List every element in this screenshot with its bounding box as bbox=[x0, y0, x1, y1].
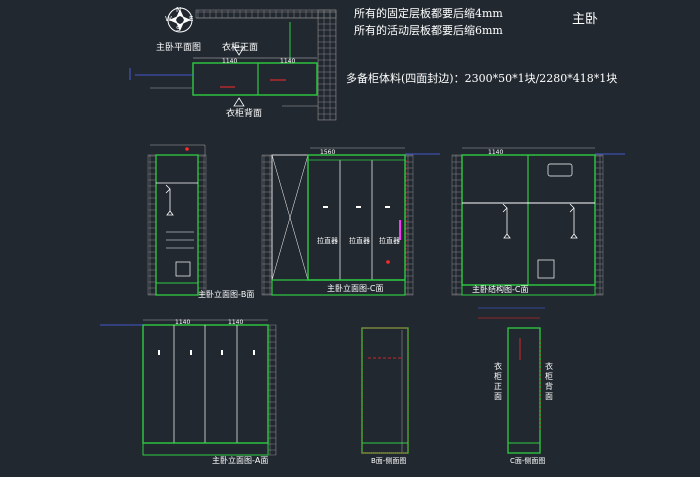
dim-elev-a-width: 1140 bbox=[175, 319, 191, 326]
side-view-b bbox=[361, 327, 409, 454]
title-side-c: C面-侧面图 bbox=[510, 457, 546, 465]
plan-view bbox=[129, 9, 337, 121]
elevation-c-center bbox=[261, 147, 440, 296]
compass-s: S bbox=[176, 25, 181, 33]
title-elev-b: 主卧立面图-B面 bbox=[198, 290, 255, 299]
material-note: 多备柜体料(四面封边)：2300*50*1块/2280*418*1块 bbox=[346, 72, 618, 85]
plan-back-label: 衣柜背面 bbox=[226, 109, 263, 119]
drawer-label-3: 拉直器 bbox=[379, 237, 400, 245]
dim-elev-a-width-2: 1140 bbox=[228, 319, 244, 326]
title-side-b: B面-侧面图 bbox=[371, 457, 407, 465]
room-label: 主卧 bbox=[572, 12, 599, 27]
title-elev-a: 主卧立面图-A面 bbox=[212, 456, 269, 465]
dim-plan-b: 1140 bbox=[280, 58, 296, 65]
note-movable-shelves: 所有的活动层板都要后缩6mm bbox=[354, 24, 503, 37]
compass-e: E bbox=[189, 15, 194, 23]
drawer-label-2: 拉直器 bbox=[349, 237, 370, 245]
elevation-a-bottom bbox=[100, 319, 277, 456]
note-fixed-shelves: 所有的固定层板都要后缩4mm bbox=[354, 7, 503, 20]
title-elev-c: 主卧立面图-C面 bbox=[327, 284, 384, 293]
drawer-label-1: 拉直器 bbox=[317, 237, 338, 245]
side-c-back-label: 衣柜背面 bbox=[545, 362, 553, 401]
plan-front-label: 衣柜正面 bbox=[222, 43, 259, 53]
compass-icon bbox=[167, 7, 193, 33]
plan-title: 主卧平面图 bbox=[156, 43, 202, 53]
side-view-c bbox=[478, 307, 545, 454]
dim-plan-a: 1140 bbox=[222, 58, 238, 65]
elevation-b-left bbox=[147, 144, 207, 296]
side-c-front-label: 衣柜正面 bbox=[494, 362, 502, 401]
dim-elev-c-width: 1560 bbox=[320, 149, 336, 156]
compass-w: W bbox=[165, 15, 172, 23]
structure-c-right bbox=[451, 147, 625, 296]
title-structure-c: 主卧结构图-C面 bbox=[472, 285, 529, 294]
compass-n: N bbox=[176, 6, 182, 14]
dim-structure-width: 1140 bbox=[488, 149, 504, 156]
